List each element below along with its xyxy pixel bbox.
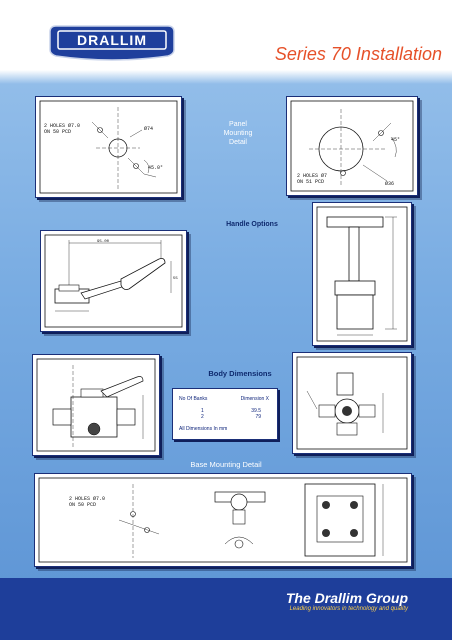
company-tagline: Leading innovators in technology and qua… bbox=[289, 606, 408, 612]
col-dimension-header: Dimension X bbox=[240, 396, 269, 402]
dimension-cell: 79 bbox=[255, 414, 261, 420]
panel-mounting-label: Panel Mounting Detail bbox=[223, 121, 253, 146]
base-mounting-label: Base Mounting Detail bbox=[190, 460, 262, 469]
top-right-angle: 45° bbox=[391, 137, 400, 143]
logo-text: DRALLIM bbox=[77, 32, 147, 48]
dimension-cell: 39.5 bbox=[251, 408, 261, 414]
top-right-dia: Ø36 bbox=[385, 180, 394, 187]
banks-cell: 1 bbox=[201, 408, 204, 414]
dimensions-note: All Dimensions In mm bbox=[179, 426, 228, 432]
top-left-angle: 45.0° bbox=[148, 165, 163, 171]
body-dimensions-label: Body Dimensions bbox=[208, 369, 272, 378]
handle-t-drawing bbox=[312, 202, 412, 346]
col-banks-header: No Of Banks bbox=[179, 396, 208, 402]
company-name: The Drallim Group bbox=[285, 590, 408, 606]
drallim-logo: DRALLIM bbox=[49, 25, 175, 61]
body-side-drawing bbox=[32, 354, 160, 456]
handle-options-label: Handle Options bbox=[226, 221, 278, 228]
svg-text:55: 55 bbox=[173, 277, 178, 281]
page-title: Series 70 Installation bbox=[274, 44, 442, 64]
svg-text:95.00: 95.00 bbox=[97, 240, 110, 244]
body-dimensions-table: No Of Banks Dimension X 1 39.5 2 79 All … bbox=[172, 388, 278, 440]
handle-lever-drawing: 95.00 55 bbox=[40, 230, 187, 332]
banks-cell: 2 bbox=[201, 414, 204, 420]
top-left-dia: Ø74 bbox=[144, 125, 153, 132]
body-front-drawing bbox=[292, 352, 412, 454]
footer-band bbox=[0, 578, 452, 640]
